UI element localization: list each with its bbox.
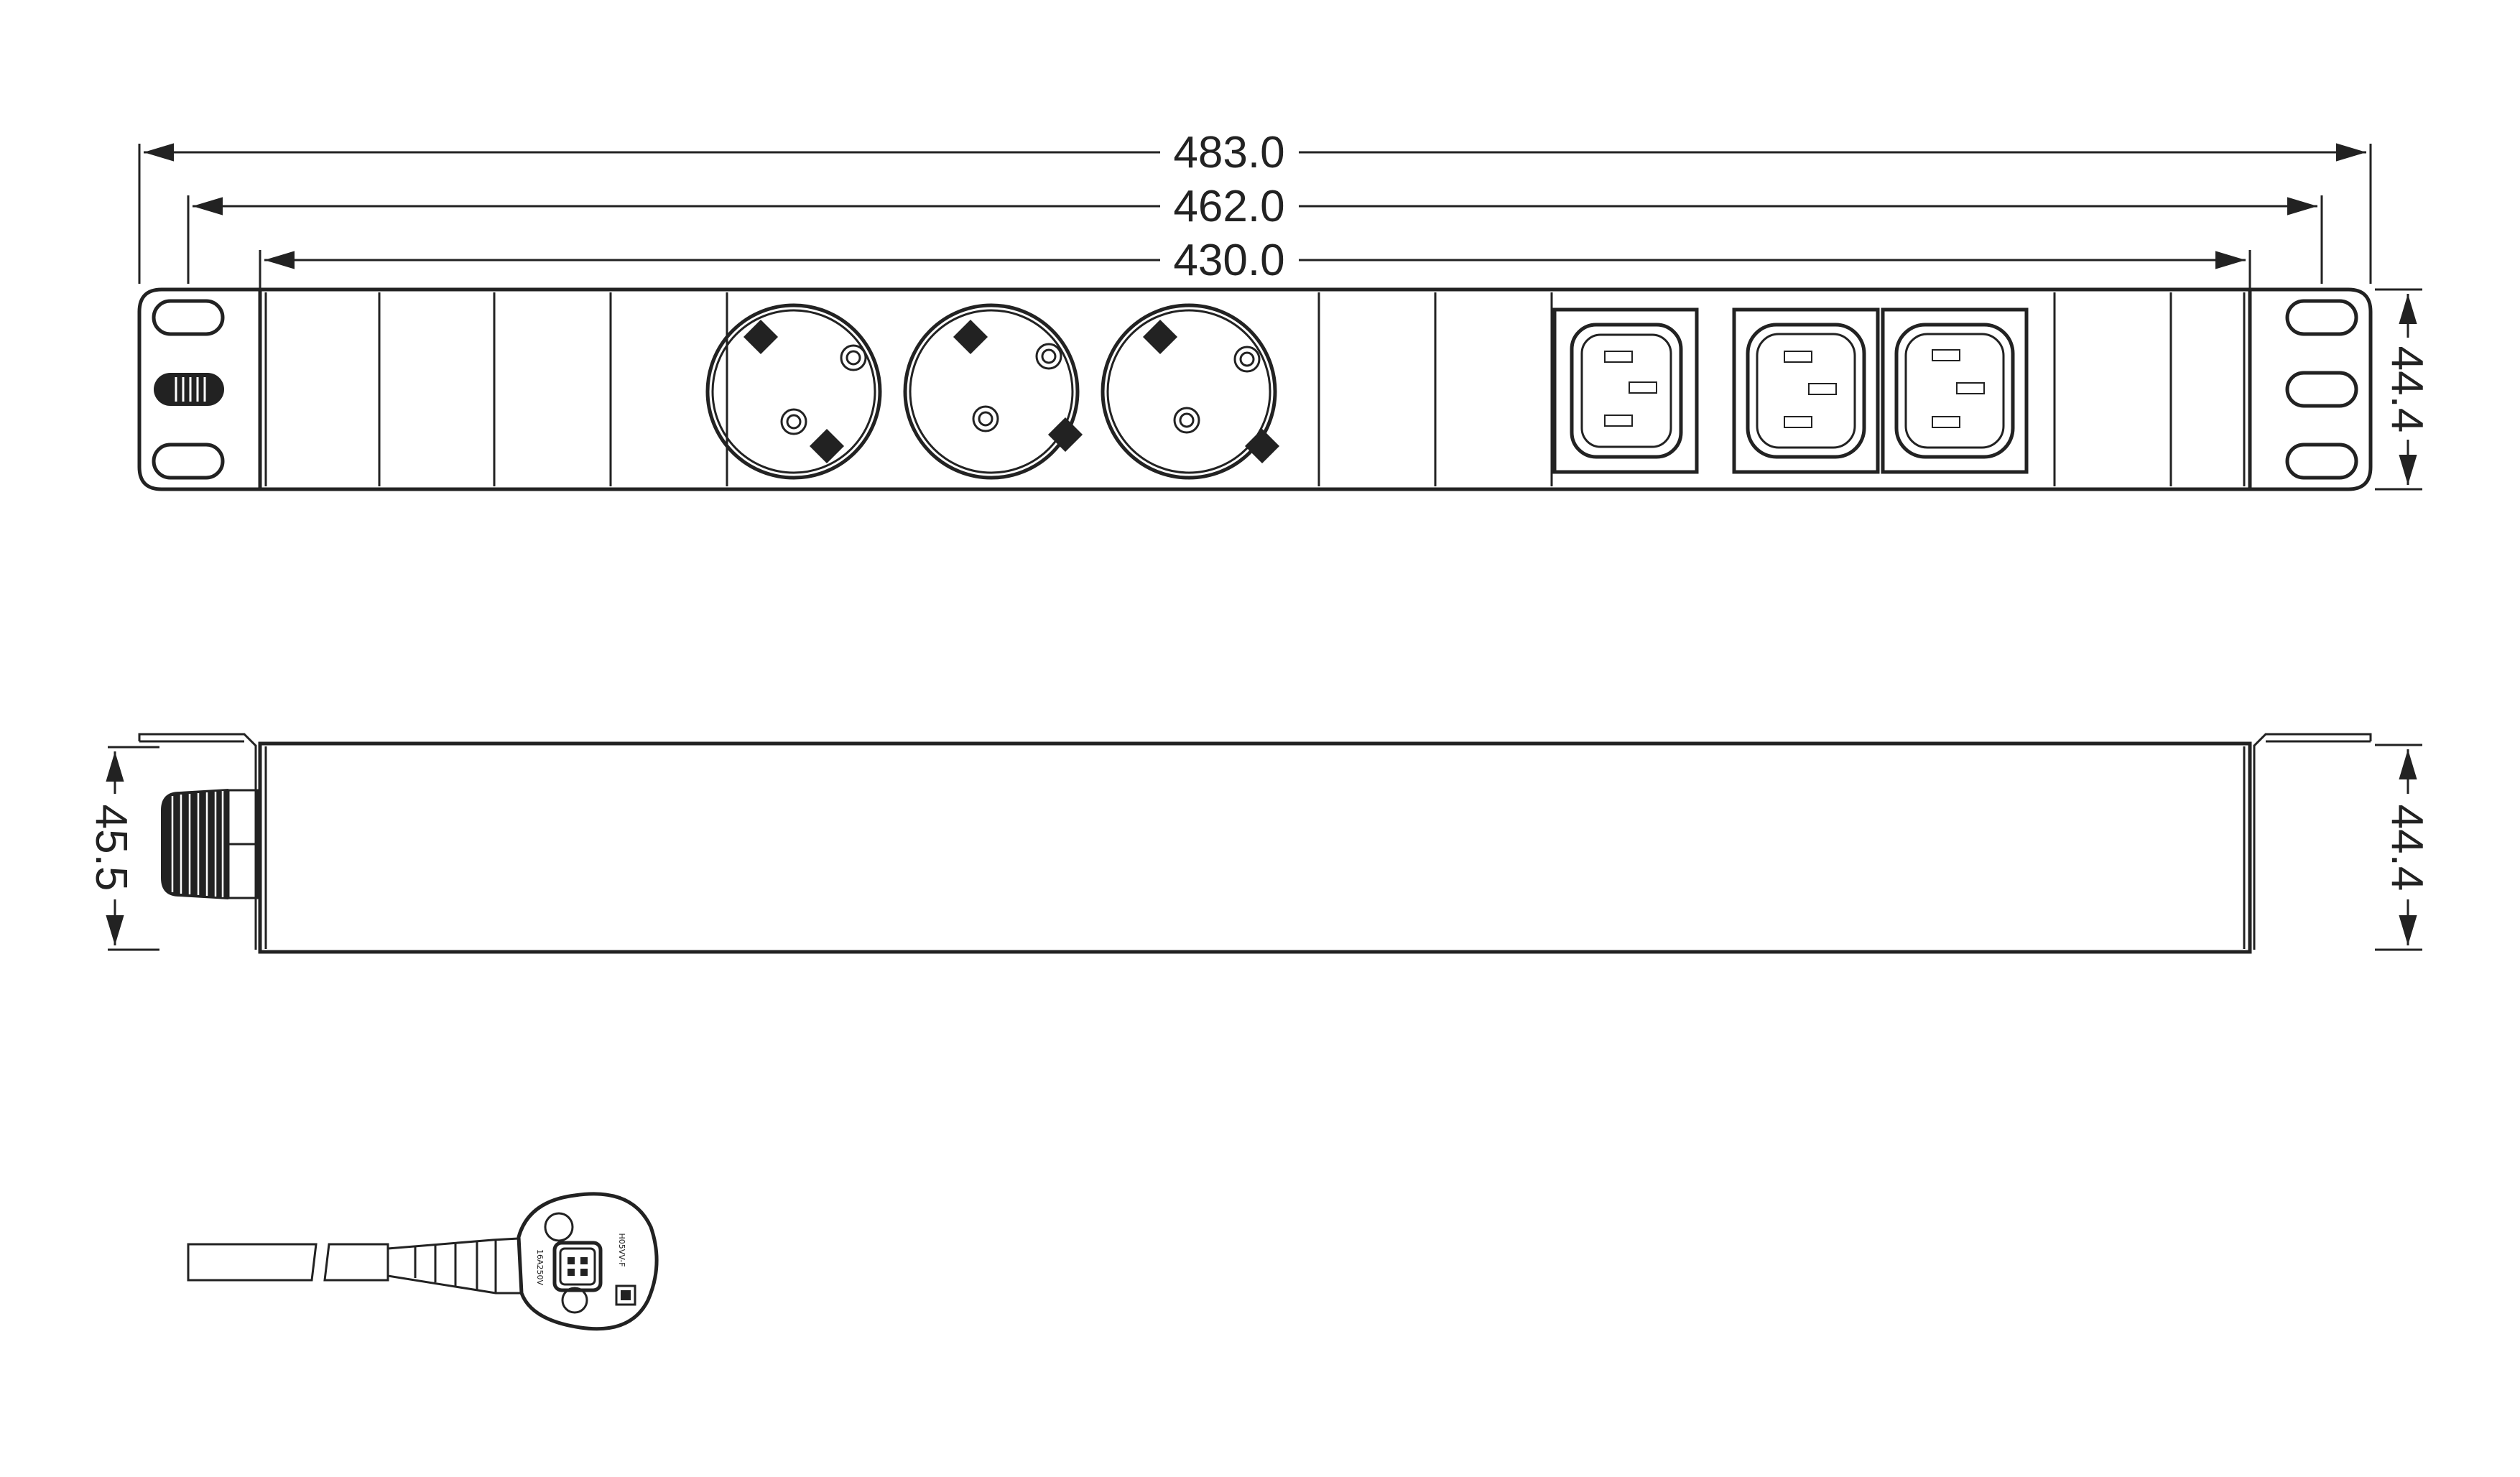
iec-c13-socket-1 [1552,307,1699,474]
power-switch-icon [154,373,224,406]
iec-c13-socket-3 [1881,307,2029,474]
pdu-side-body [258,741,2252,954]
cable-segment-icon [323,1243,389,1282]
dimension-side-height-right: 44.4 [2375,744,2432,951]
schuko-socket-1 [705,303,882,480]
ear-slot-icon [152,299,225,336]
left-mounting-ear [137,287,260,491]
right-mounting-ear [2250,287,2373,491]
dimension-mounting-width: 462.0 [187,182,2323,284]
ear-slot-icon [152,443,225,480]
dimension-side-height-left: 45.5 [86,746,159,951]
blank-module-dividers [378,292,2172,486]
left-side-bracket [138,733,257,950]
schuko-socket-2 [903,303,1083,480]
ear-slot-icon [2285,371,2358,408]
pdu-front-body [258,287,2252,491]
cable-segment-icon [187,1243,318,1282]
dimension-label-45-5: 45.5 [86,805,136,892]
ear-slot-icon [2285,443,2358,480]
dimension-overall-width: 483.0 [138,128,2372,284]
front-view: 44.4 [137,287,2432,491]
side-view: 45.5 44.4 [86,733,2432,954]
power-cord-with-schuko-plug: 16A250V H05VV-F [187,1192,659,1331]
dimension-label-483: 483.0 [1173,128,1284,177]
dimension-body-width: 430.0 [259,236,2251,291]
cable-gland-icon [161,789,259,899]
dimension-label-front-44-4: 44.4 [2382,346,2432,433]
schuko-plug-head-icon [516,1192,659,1331]
ear-slot-icon [2285,299,2358,336]
plug-cable-label: H05VV-F [617,1233,626,1267]
dimension-label-430: 430.0 [1173,236,1284,285]
right-side-bracket [2253,733,2372,950]
plug-rating-label: 16A250V [535,1249,545,1286]
dimension-label-462: 462.0 [1173,182,1284,231]
schuko-socket-3 [1101,303,1280,480]
iec-c13-socket-2 [1732,307,1880,474]
dimension-label-side-44-4: 44.4 [2382,805,2432,892]
dimension-front-height: 44.4 [2375,288,2432,491]
